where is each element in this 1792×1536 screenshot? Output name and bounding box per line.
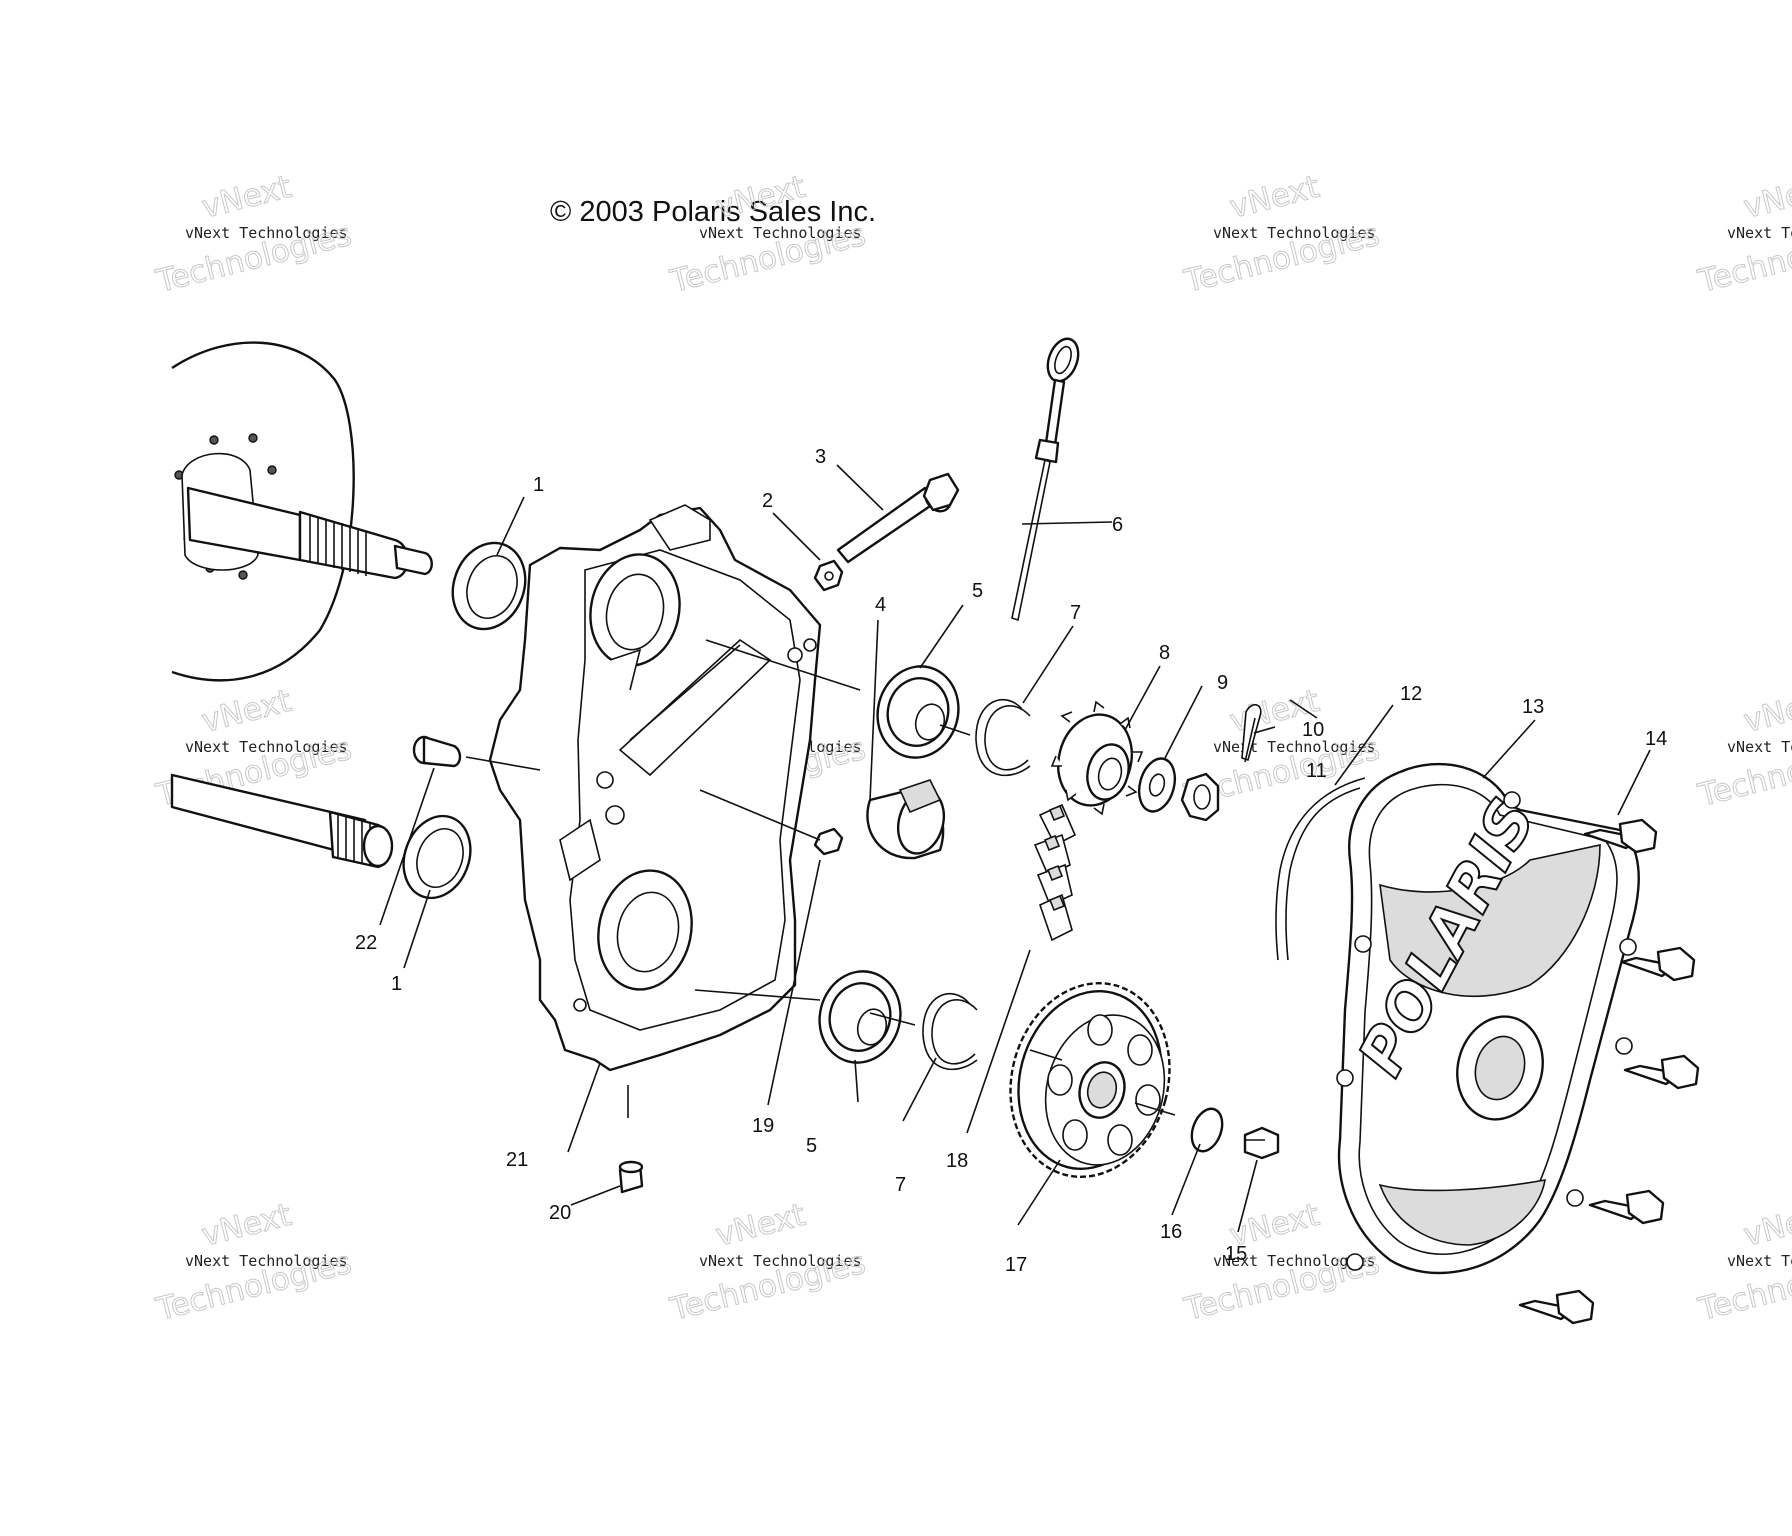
callout-number: 1 <box>533 474 544 496</box>
callout-number: 7 <box>895 1174 906 1196</box>
nut-small <box>813 827 844 856</box>
callout-number: 7 <box>1070 602 1081 624</box>
sprocket-large <box>1009 982 1171 1178</box>
watermark: vNext vNext Technologies Technologies <box>1694 168 1792 300</box>
watermark: vNext vNext Technologies Technologies <box>666 168 870 300</box>
callout-number: 5 <box>806 1135 817 1157</box>
cover-bolt <box>1583 818 1658 854</box>
cover-bolt <box>1588 1189 1665 1225</box>
callout-number: 15 <box>1225 1243 1247 1265</box>
snap-ring-lower <box>922 992 978 1071</box>
washer-small <box>1137 757 1177 813</box>
callout-numbers: 1 1 2 3 4 5 5 6 7 7 8 9 10 11 12 13 14 1… <box>355 446 1667 1276</box>
castle-nut <box>1180 772 1220 822</box>
watermark: vNext vNext Technologies Technologies <box>666 1196 870 1328</box>
callout-number: 3 <box>815 446 826 468</box>
callout-number: 10 <box>1302 719 1324 741</box>
callout-number: 19 <box>752 1115 774 1137</box>
bolt-long <box>836 472 960 564</box>
callout-number: 6 <box>1112 514 1123 536</box>
watermark-line1: vNext <box>1226 169 1323 226</box>
callout-number: 17 <box>1005 1254 1027 1276</box>
gasket <box>1275 777 1366 961</box>
copyright-text: © 2003 Polaris Sales Inc. <box>550 196 876 228</box>
watermark-line1: vNext <box>198 1197 295 1254</box>
chaincase-housing <box>488 504 822 1072</box>
watermark: vNext vNext Technologies Technologies <box>1694 1196 1792 1328</box>
watermark-line1: vNext <box>1740 1197 1792 1254</box>
sprocket-small <box>1050 700 1144 816</box>
tensioner-block <box>866 779 946 860</box>
bolt-short <box>1243 1126 1280 1160</box>
watermark-line2: vNext Technologies <box>1213 1252 1376 1270</box>
nut <box>813 559 844 592</box>
leader-lines <box>379 464 1651 1233</box>
snap-ring-upper <box>975 698 1031 777</box>
watermark-line2: vNext Technologies <box>1213 738 1376 756</box>
watermark-line1: vNext <box>198 683 295 740</box>
callout-number: 2 <box>762 490 773 512</box>
seal-lower <box>402 814 472 900</box>
watermark-line2: vNext Technologies <box>185 224 348 242</box>
watermark: vNext vNext Technologies Technologies <box>1180 168 1384 300</box>
dipstick <box>1011 337 1080 622</box>
watermark-line2: vNext Technologies <box>1727 738 1792 756</box>
callout-number: 14 <box>1645 728 1667 750</box>
watermark: vNext vNext Technologies Technologies <box>152 1196 356 1328</box>
washer-large <box>1190 1107 1224 1153</box>
callout-number: 13 <box>1522 696 1544 718</box>
drain-plug <box>618 1160 644 1194</box>
lower-shaft <box>170 773 394 869</box>
callout-number: 9 <box>1217 672 1228 694</box>
callout-number: 16 <box>1160 1221 1182 1243</box>
callout-number: 18 <box>946 1150 968 1172</box>
watermark-line2: vNext Technologies <box>699 1252 862 1270</box>
watermark-line2: vNext Technologies <box>185 738 348 756</box>
watermark-line2: vNext Technologies <box>1213 224 1376 242</box>
watermark: vNext vNext Technologies Technologies <box>1694 682 1792 814</box>
callout-number: 1 <box>391 973 402 995</box>
watermark-line2: vNext Technologies <box>1727 224 1792 242</box>
drive-chain <box>1033 803 1077 942</box>
callout-number: 20 <box>549 1202 571 1224</box>
callout-number: 21 <box>506 1149 528 1171</box>
watermark-line1: vNext <box>712 1197 809 1254</box>
bearing-upper <box>876 665 960 759</box>
callout-number: 4 <box>875 594 886 616</box>
watermark-line2: vNext Technologies <box>699 224 862 242</box>
cover-bolt <box>1620 946 1696 982</box>
callout-number: 22 <box>355 932 377 954</box>
cotter-pin <box>1241 704 1262 763</box>
callout-number: 11 <box>1306 760 1327 782</box>
watermark-line1: vNext <box>198 169 295 226</box>
brake-disc-and-drive-shaft <box>171 341 433 682</box>
pin <box>412 735 462 768</box>
bearing-lower <box>818 970 902 1064</box>
cover-bolts <box>1518 818 1700 1325</box>
seal-upper <box>451 541 527 631</box>
chaincase-cover: POLARIS <box>1336 762 1640 1275</box>
callout-number: 5 <box>972 580 983 602</box>
watermark-line2: vNext Technologies <box>185 1252 348 1270</box>
watermark-line1: vNext <box>1740 683 1792 740</box>
watermark-line1: vNext <box>1740 169 1792 226</box>
cover-bolt <box>1518 1289 1595 1325</box>
watermark-line2: vNext Technologies <box>1727 1252 1792 1270</box>
cover-bolt <box>1623 1054 1700 1090</box>
watermark: vNext vNext Technologies Technologies <box>152 168 356 300</box>
callout-number: 12 <box>1400 683 1422 705</box>
callout-number: 8 <box>1159 642 1170 664</box>
